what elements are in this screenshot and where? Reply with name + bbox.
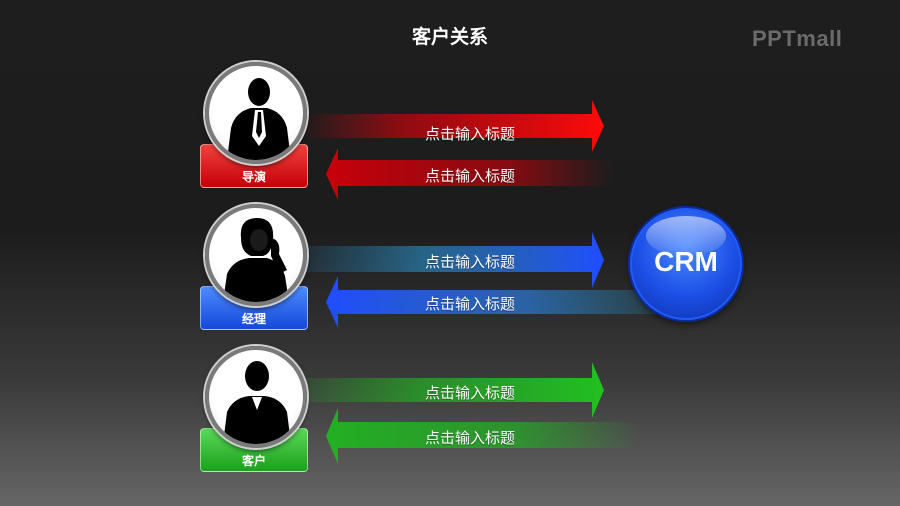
businessman-silhouette-icon [227, 78, 291, 160]
crm-gloss [646, 216, 726, 256]
arrow-right-green [300, 362, 604, 418]
manager-avatar [205, 204, 307, 306]
customer-avatar [205, 346, 307, 448]
crm-label: CRM [654, 246, 718, 277]
arrow-right-blue [300, 232, 604, 288]
director-avatar [205, 62, 307, 164]
arrow-label-3[interactable]: 点击输入标题 [424, 253, 515, 271]
arrow-left-green [326, 408, 640, 464]
arrow-label-6[interactable]: 点击输入标题 [424, 429, 515, 447]
slide-title: 客户关系 [411, 26, 488, 48]
businesswoman-phone-icon [223, 218, 289, 302]
arrow-left-blue [326, 276, 662, 328]
arrow-label-2[interactable]: 点击输入标题 [424, 167, 515, 185]
arrow-label-1[interactable]: 点击输入标题 [424, 125, 515, 143]
arrow-label-4[interactable]: 点击输入标题 [424, 295, 515, 313]
crm-sphere[interactable]: CRM [630, 208, 742, 320]
arrow-label-5[interactable]: 点击输入标题 [424, 384, 515, 402]
person-silhouette-icon [223, 361, 291, 444]
brand-logo: PPTmall [752, 26, 843, 51]
arrow-right-red [300, 100, 604, 152]
arrow-left-red [326, 148, 612, 200]
